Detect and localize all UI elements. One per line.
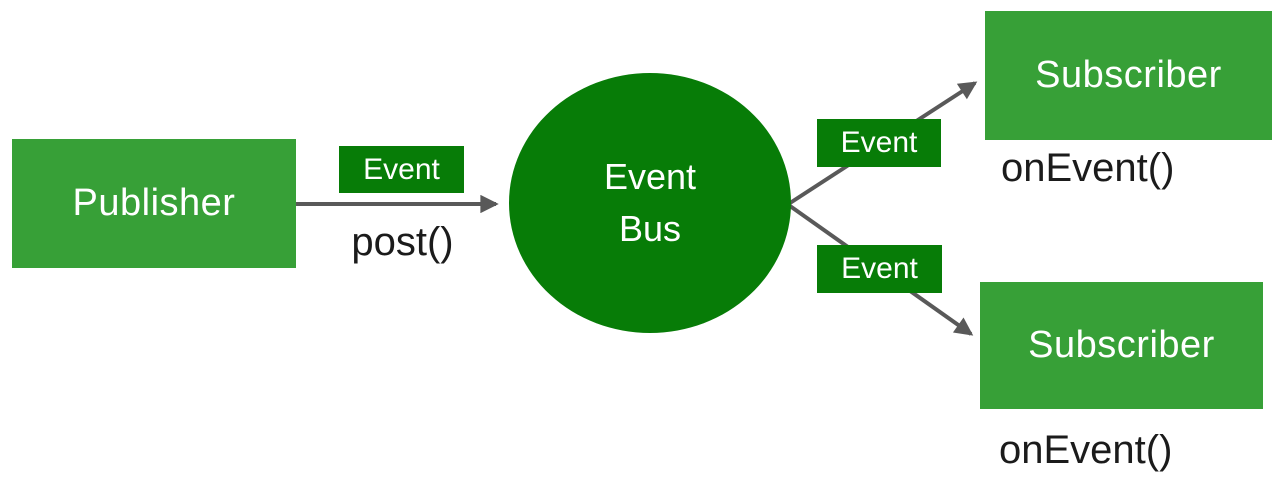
event-badge-to-top-subscriber: Event	[817, 119, 941, 167]
subscriber-top-label: Subscriber	[1035, 54, 1222, 96]
subscriber-bottom-node: Subscriber	[980, 282, 1263, 409]
post-method-label: post()	[351, 220, 454, 264]
event-badge-publish-label: Event	[363, 152, 440, 186]
subscriber-bottom-label: Subscriber	[1028, 324, 1215, 366]
event-bus-node: Event Bus	[509, 73, 791, 333]
onevent-bottom-method-label: onEvent()	[999, 428, 1173, 472]
onevent-top-method-label: onEvent()	[1001, 146, 1175, 190]
publisher-label: Publisher	[72, 182, 236, 224]
event-bus-label-line1: Event	[603, 156, 697, 197]
event-bus-label-line2: Bus	[618, 208, 682, 249]
publisher-node: Publisher	[12, 139, 296, 268]
event-badge-to-bottom-subscriber: Event	[817, 245, 942, 293]
event-badge-publish: Event	[339, 146, 464, 193]
event-badge-top-label: Event	[840, 126, 918, 159]
subscriber-top-node: Subscriber	[985, 11, 1272, 140]
event-badge-bottom-label: Event	[841, 252, 918, 285]
